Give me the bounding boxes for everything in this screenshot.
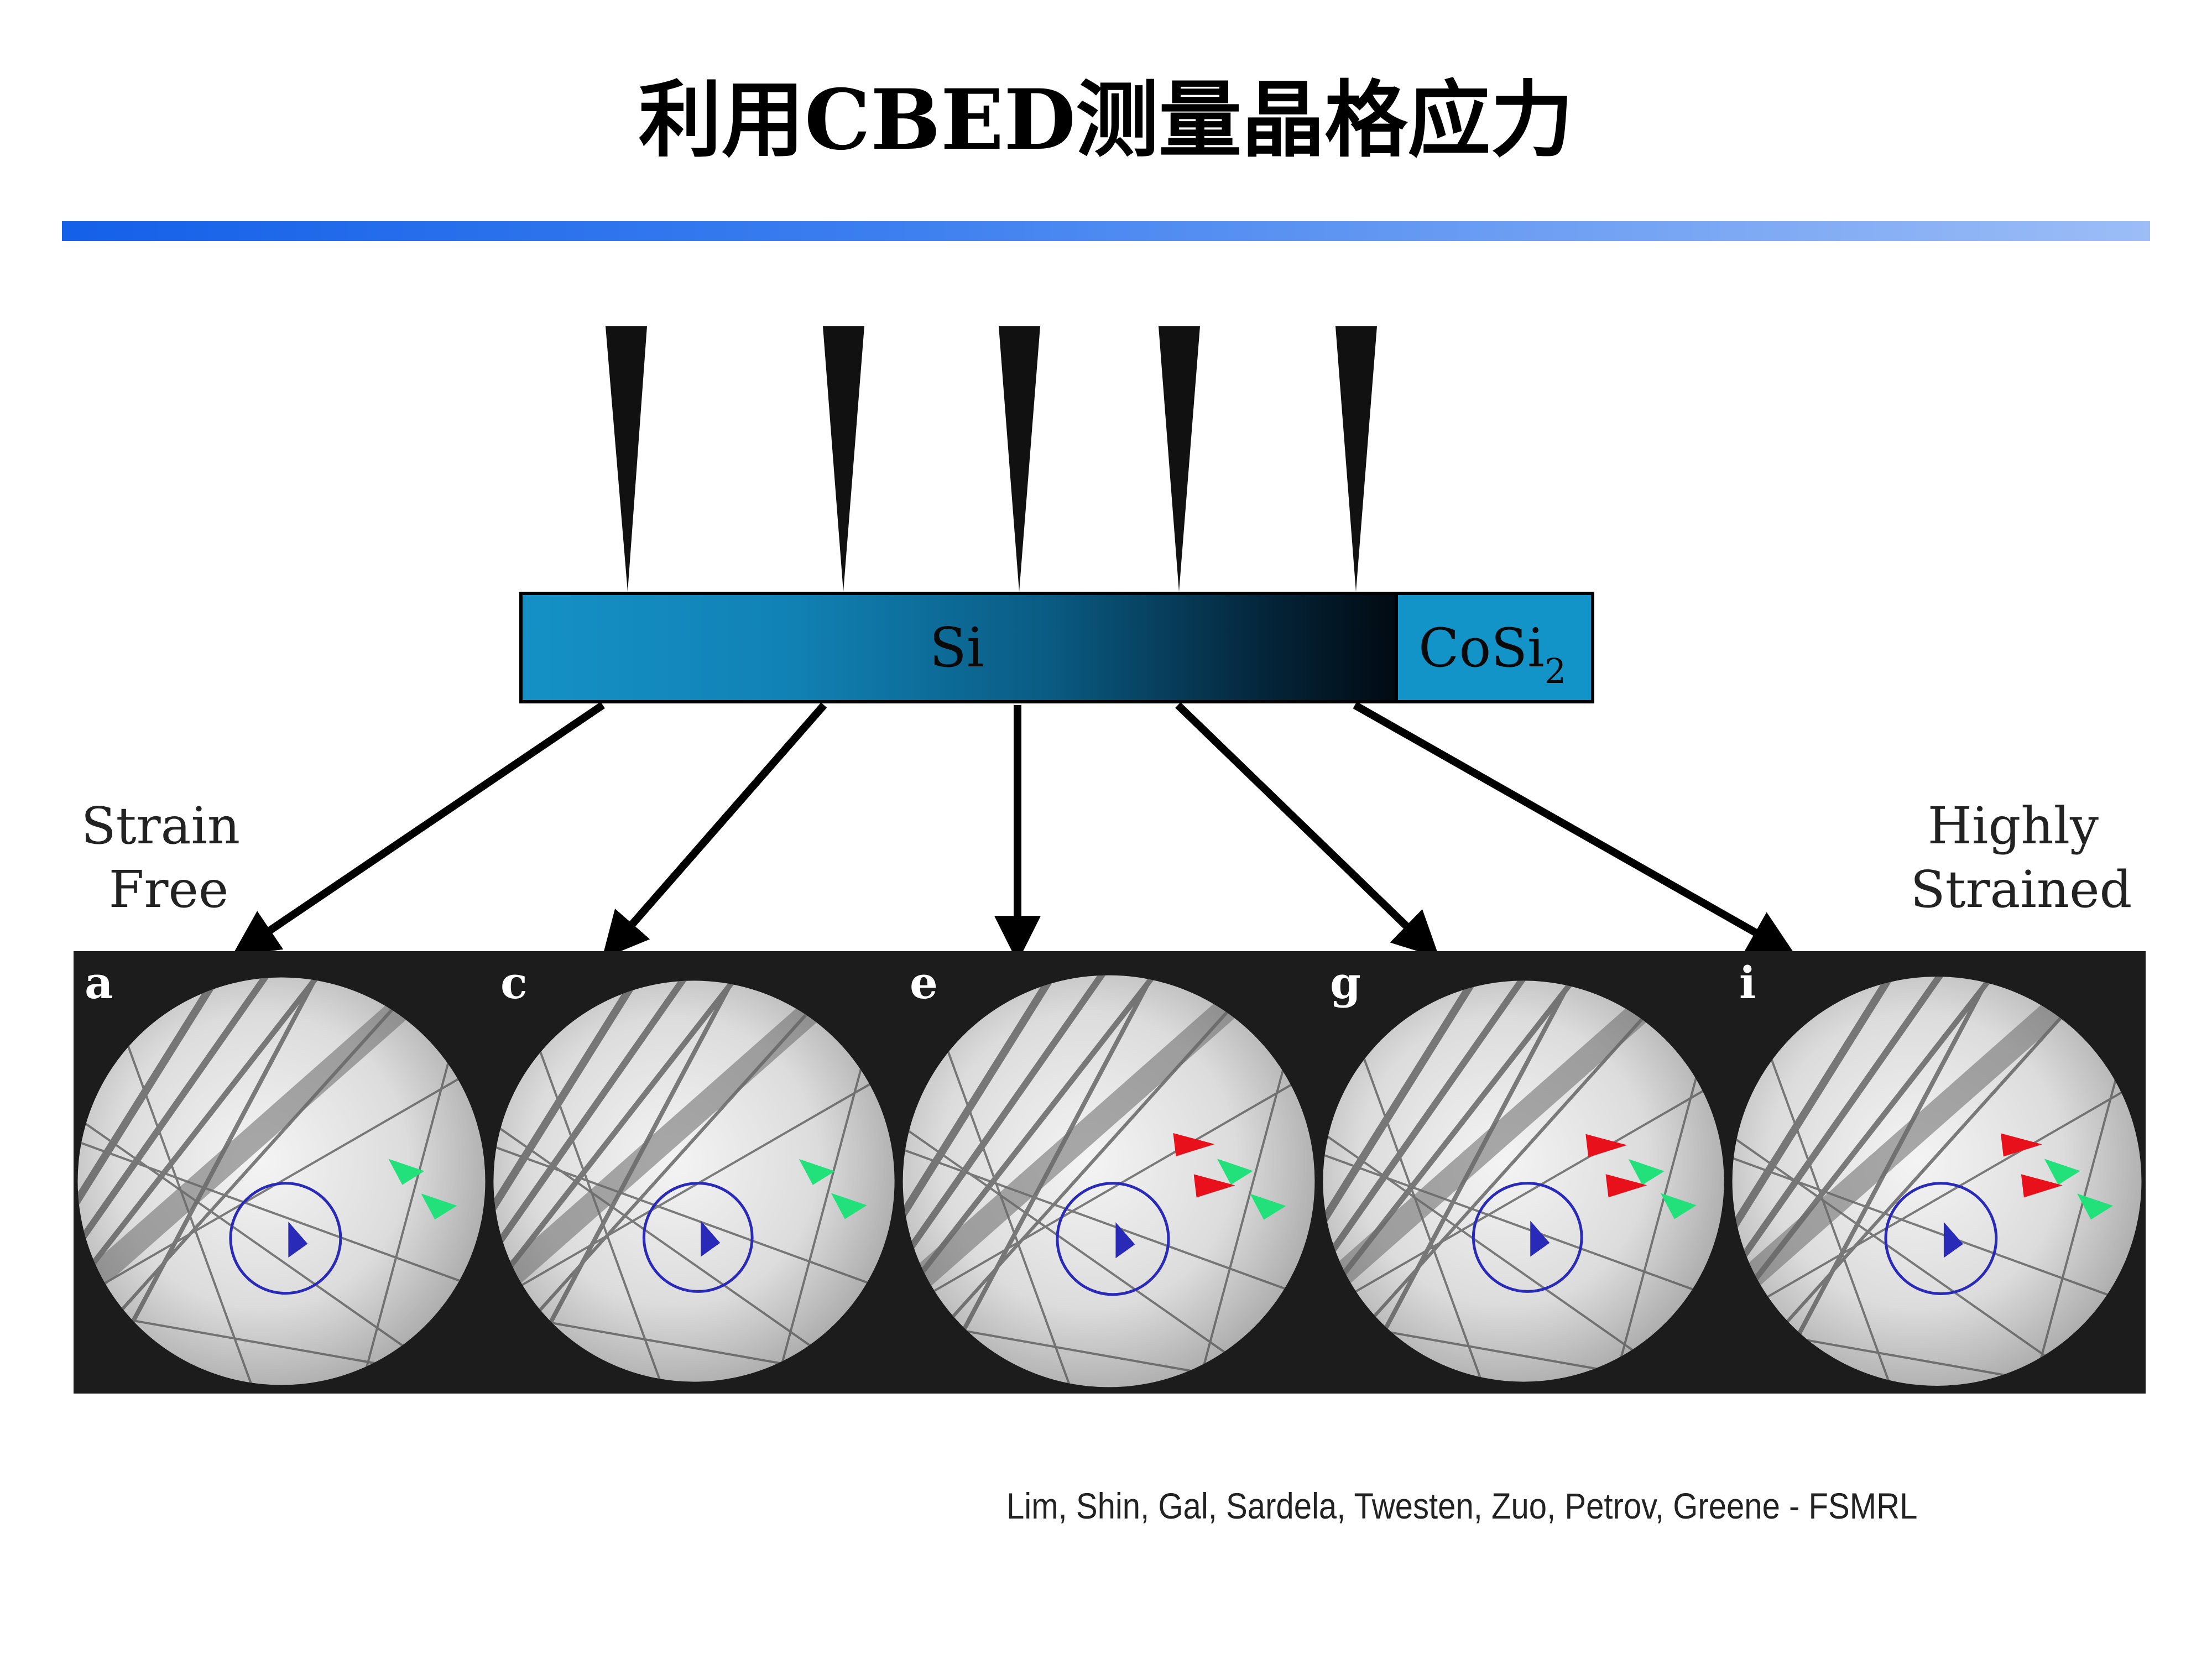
reference-circle bbox=[229, 1182, 342, 1295]
reference-circle bbox=[642, 1182, 754, 1293]
electron-probes bbox=[606, 326, 1377, 592]
cosi2-label: CoSi2 bbox=[1418, 617, 1566, 691]
green-marker-icon bbox=[388, 1159, 425, 1185]
reference-circle bbox=[1472, 1182, 1583, 1293]
green-marker-icon bbox=[2077, 1193, 2114, 1220]
electron-probe-1 bbox=[606, 326, 647, 592]
cbed-panel-e: e bbox=[899, 951, 1319, 1394]
diffraction-disc bbox=[1323, 980, 1724, 1382]
cbed-panel-i: i bbox=[1728, 951, 2146, 1394]
green-marker-icon bbox=[421, 1193, 457, 1220]
electron-probe-3 bbox=[999, 326, 1040, 592]
arrow-to-panel-g bbox=[1175, 702, 1440, 958]
cosi2-region bbox=[1395, 592, 1594, 703]
red-marker-icon bbox=[1173, 1133, 1215, 1156]
reference-circle bbox=[1056, 1182, 1170, 1296]
blue-marker-icon bbox=[288, 1222, 308, 1258]
red-marker-icon bbox=[1193, 1174, 1235, 1198]
cbed-panel-c: c bbox=[489, 951, 899, 1394]
panel-letter: a bbox=[85, 957, 113, 1009]
green-marker-icon bbox=[1660, 1193, 1697, 1219]
arrow-to-panel-i bbox=[1353, 701, 1796, 956]
sampling-arrows bbox=[232, 701, 1796, 963]
slide-title: 利用CBED测量晶格应力 bbox=[638, 71, 1574, 169]
si-label: Si bbox=[930, 617, 984, 680]
panel-letter: g bbox=[1330, 957, 1361, 1009]
arrow-to-panel-c bbox=[602, 702, 827, 959]
arrow-to-panel-a bbox=[232, 702, 605, 957]
red-marker-icon bbox=[1585, 1134, 1627, 1157]
red-marker-icon bbox=[1605, 1174, 1647, 1198]
blue-marker-icon bbox=[1943, 1222, 1963, 1258]
strain-free-label: Strain Free bbox=[81, 796, 257, 919]
cbed-panel-a: a bbox=[74, 951, 489, 1394]
cbed-panel-g: g bbox=[1319, 951, 1728, 1394]
green-marker-icon bbox=[831, 1193, 867, 1219]
si-region bbox=[519, 592, 1398, 703]
highly-strained-label: Highly Strained bbox=[1911, 796, 2132, 919]
green-marker-icon bbox=[1628, 1159, 1665, 1185]
red-marker-icon bbox=[2000, 1133, 2042, 1157]
diffraction-disc bbox=[902, 975, 1315, 1387]
panel-letter: e bbox=[910, 957, 938, 1009]
title-rule bbox=[62, 221, 2150, 241]
green-marker-icon bbox=[799, 1159, 835, 1185]
panel-letter: c bbox=[500, 957, 528, 1009]
electron-probe-2 bbox=[823, 326, 864, 592]
blue-marker-icon bbox=[1115, 1222, 1135, 1259]
blue-marker-icon bbox=[1530, 1220, 1550, 1257]
red-marker-icon bbox=[2021, 1174, 2063, 1198]
electron-probe-4 bbox=[1159, 326, 1200, 592]
reference-circle bbox=[1884, 1182, 1998, 1295]
panel-letter: i bbox=[1739, 957, 1756, 1009]
blue-marker-icon bbox=[701, 1220, 721, 1257]
green-marker-icon bbox=[2044, 1159, 2080, 1185]
diffraction-disc bbox=[1732, 977, 2142, 1386]
citation: Lim, Shin, Gal, Sardela, Twesten, Zuo, P… bbox=[1006, 1485, 1918, 1526]
green-marker-icon bbox=[1217, 1159, 1253, 1185]
electron-probe-5 bbox=[1335, 326, 1377, 592]
diffraction-disc bbox=[493, 980, 895, 1382]
green-marker-icon bbox=[1250, 1193, 1286, 1220]
